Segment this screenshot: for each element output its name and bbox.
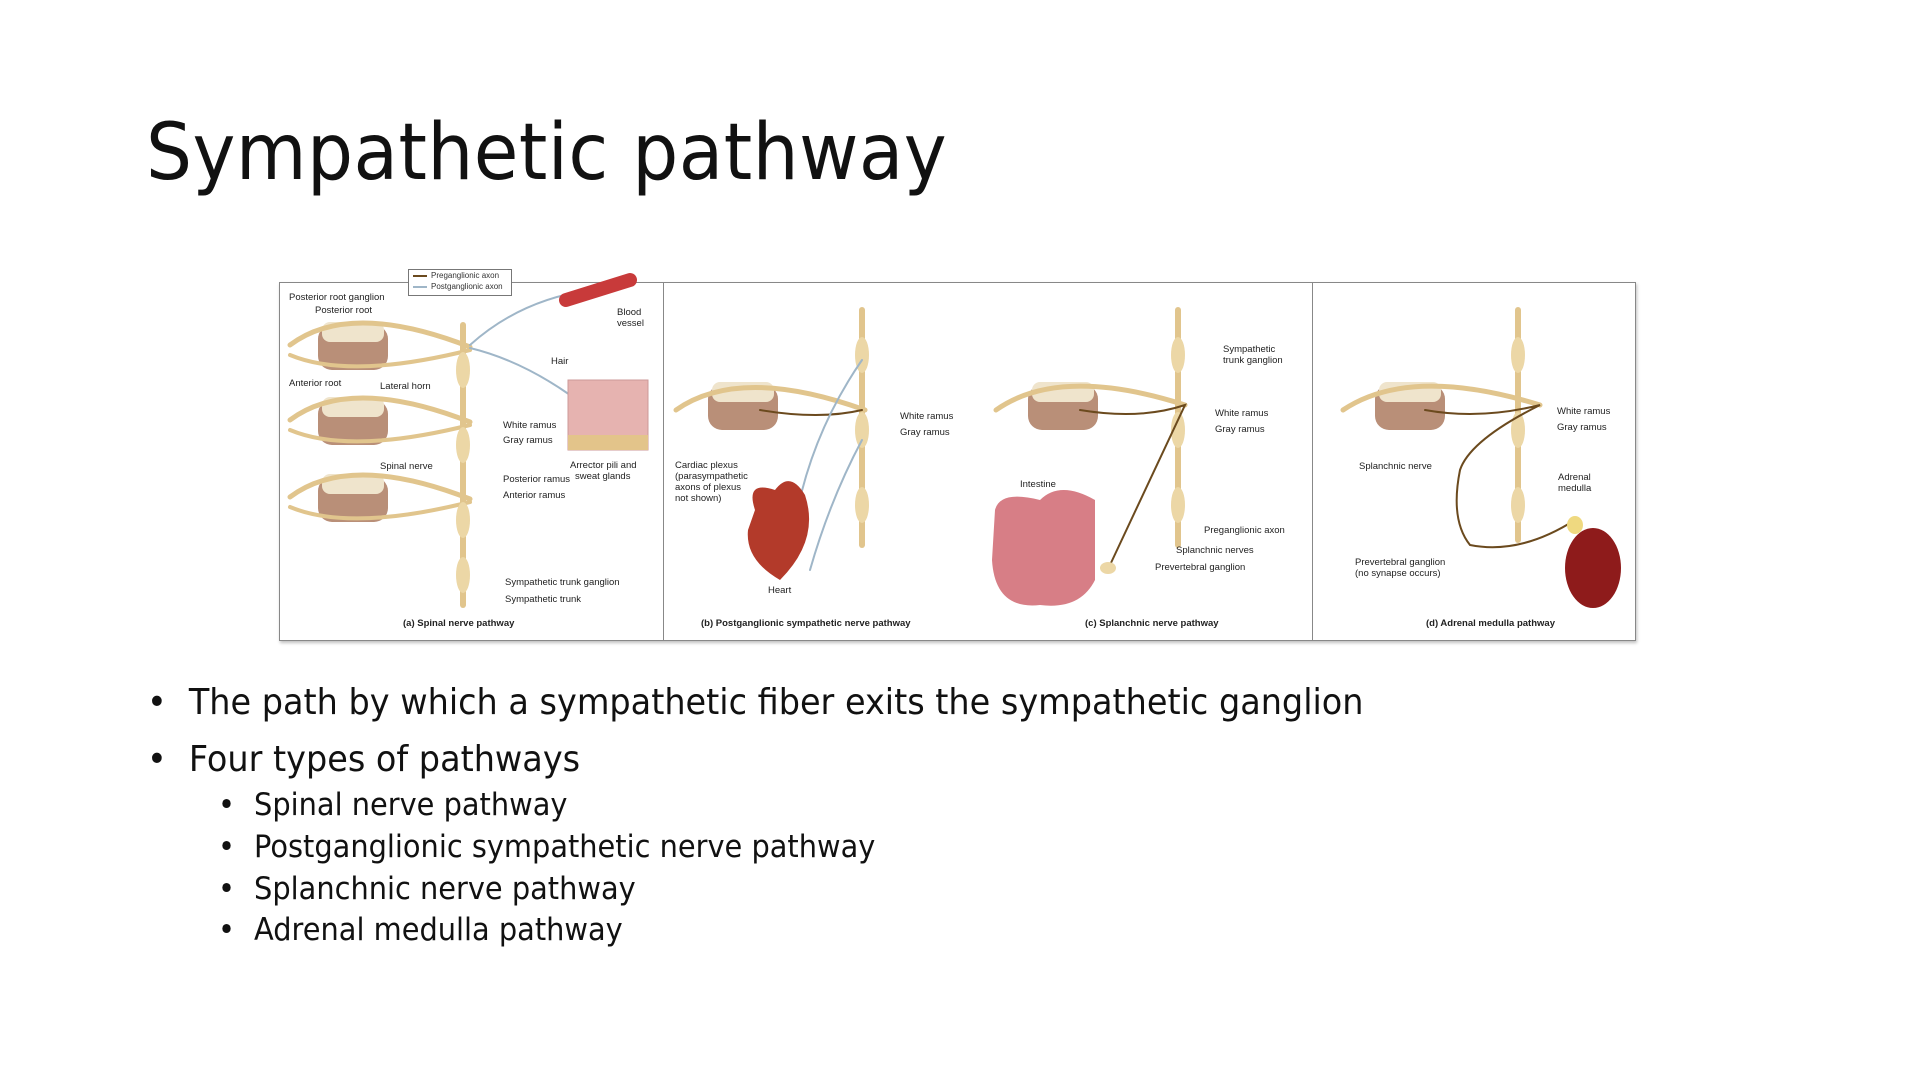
label: Prevertebral ganglion bbox=[1355, 557, 1446, 568]
label: Anterior ramus bbox=[503, 490, 566, 501]
label: Gray ramus bbox=[503, 435, 553, 446]
bullet-item: • The path by which a sympathetic fiber e… bbox=[147, 682, 1363, 723]
sub-bullet-item: • Spinal nerve pathway bbox=[218, 787, 567, 823]
label: sweat glands bbox=[575, 471, 631, 482]
bullet-text: The path by which a sympathetic fiber ex… bbox=[188, 682, 1364, 723]
label: trunk ganglion bbox=[1223, 355, 1283, 366]
bullet-marker: • bbox=[218, 829, 236, 865]
label: Gray ramus bbox=[1215, 424, 1265, 435]
label: not shown) bbox=[675, 493, 722, 504]
sub-bullet-item: • Splanchnic nerve pathway bbox=[218, 871, 636, 907]
label: (parasympathetic bbox=[675, 471, 748, 482]
bullet-marker: • bbox=[218, 787, 236, 823]
label: medulla bbox=[1558, 483, 1592, 494]
label: Sympathetic trunk ganglion bbox=[505, 577, 620, 588]
label: Gray ramus bbox=[1557, 422, 1607, 433]
sub-bullet-text: Postganglionic sympathetic nerve pathway bbox=[254, 829, 876, 865]
label: White ramus bbox=[1215, 408, 1269, 419]
label: Sympathetic trunk bbox=[505, 594, 582, 605]
panel-divider bbox=[1312, 282, 1313, 640]
bullet-text: Four types of pathways bbox=[188, 739, 581, 780]
sub-bullet-text: Splanchnic nerve pathway bbox=[254, 871, 636, 907]
label: Intestine bbox=[1020, 479, 1056, 490]
label: Anterior root bbox=[289, 378, 342, 389]
label: Heart bbox=[768, 585, 792, 596]
bullet-marker: • bbox=[147, 682, 167, 723]
label: vessel bbox=[617, 318, 644, 329]
label: Posterior root bbox=[315, 305, 373, 316]
caption-c: (c) Splanchnic nerve pathway bbox=[1085, 618, 1219, 629]
label: White ramus bbox=[900, 411, 954, 422]
sympathetic-pathways-figure bbox=[279, 282, 1636, 641]
label: White ramus bbox=[1557, 406, 1611, 417]
bullet-item: • Four types of pathways bbox=[147, 739, 580, 780]
label: axons of plexus bbox=[675, 482, 742, 493]
label: Sympathetic bbox=[1223, 344, 1276, 355]
bullet-marker: • bbox=[218, 912, 236, 948]
sub-bullet-item: • Postganglionic sympathetic nerve pathwa… bbox=[218, 829, 875, 865]
label: Preganglionic axon bbox=[1204, 525, 1285, 536]
figure-legend: Preganglionic axon Postganglionic axon bbox=[408, 269, 512, 296]
label: Posterior ramus bbox=[503, 474, 571, 485]
label: Gray ramus bbox=[900, 427, 950, 438]
caption-a: (a) Spinal nerve pathway bbox=[403, 618, 515, 629]
sub-bullet-item: • Adrenal medulla pathway bbox=[218, 912, 623, 948]
label: Prevertebral ganglion bbox=[1155, 562, 1246, 573]
label: White ramus bbox=[503, 420, 557, 431]
sub-bullet-text: Spinal nerve pathway bbox=[254, 787, 568, 823]
label: Splanchnic nerve bbox=[1359, 461, 1432, 472]
label: Lateral horn bbox=[380, 381, 431, 392]
label: Spinal nerve bbox=[380, 461, 433, 472]
bullet-marker: • bbox=[147, 739, 167, 780]
slide-title: Sympathetic pathway bbox=[146, 108, 948, 198]
label: Cardiac plexus bbox=[675, 460, 738, 471]
legend-postganglionic: Postganglionic axon bbox=[431, 282, 503, 291]
caption-b: (b) Postganglionic sympathetic nerve pat… bbox=[701, 618, 911, 629]
legend-preganglionic: Preganglionic axon bbox=[431, 271, 500, 280]
caption-d: (d) Adrenal medulla pathway bbox=[1426, 618, 1555, 629]
label: Arrector pili and bbox=[570, 460, 637, 471]
panel-divider bbox=[663, 282, 664, 640]
sub-bullet-text: Adrenal medulla pathway bbox=[254, 912, 623, 948]
label: Splanchnic nerves bbox=[1176, 545, 1254, 556]
bullet-marker: • bbox=[218, 871, 236, 907]
label: Blood bbox=[617, 307, 642, 318]
label: Hair bbox=[551, 356, 569, 367]
label: Adrenal bbox=[1558, 472, 1591, 483]
label: Posterior root ganglion bbox=[289, 292, 385, 303]
label: (no synapse occurs) bbox=[1355, 568, 1441, 579]
